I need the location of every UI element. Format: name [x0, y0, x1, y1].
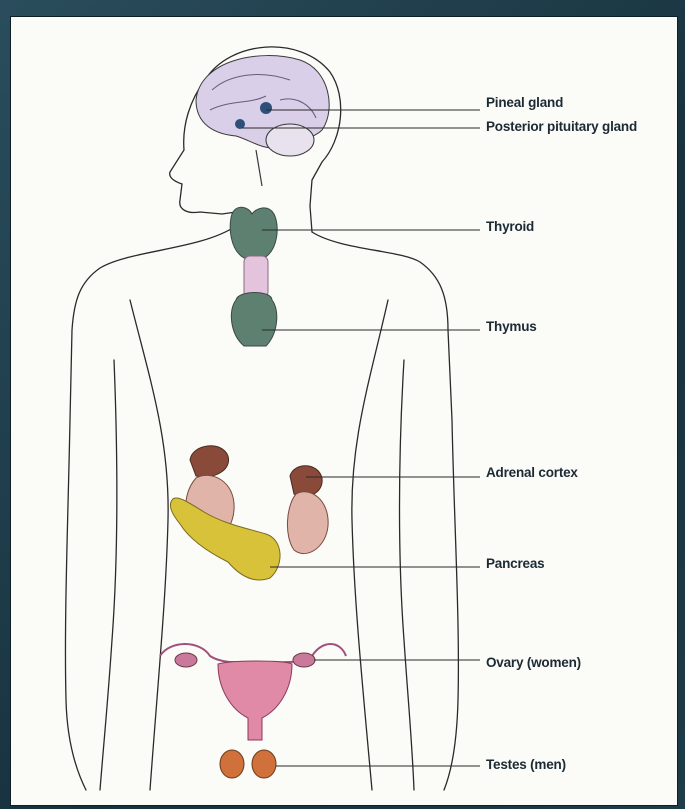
pineal-gland-shape	[260, 102, 272, 114]
label-thyroid: Thyroid	[486, 219, 534, 234]
label-pineal-gland: Pineal gland	[486, 95, 563, 110]
trachea-shape	[244, 256, 268, 298]
testis-left-shape	[220, 750, 244, 778]
ovary-right-shape	[293, 653, 315, 667]
label-testes: Testes (men)	[486, 757, 566, 772]
thymus-shape	[231, 293, 276, 347]
adrenal-left-shape	[190, 446, 229, 477]
uterus-shape	[218, 661, 292, 740]
label-pancreas: Pancreas	[486, 556, 544, 571]
label-adrenal-cortex: Adrenal cortex	[486, 465, 578, 480]
label-ovary: Ovary (women)	[486, 655, 581, 670]
testis-right-shape	[252, 750, 276, 778]
label-posterior-pituitary-gland: Posterior pituitary gland	[486, 119, 637, 134]
label-thymus: Thymus	[486, 319, 537, 334]
brain	[196, 56, 329, 186]
ovary-left-shape	[175, 653, 197, 667]
thyroid-shape	[230, 207, 277, 258]
kidney-right-shape	[287, 492, 328, 554]
